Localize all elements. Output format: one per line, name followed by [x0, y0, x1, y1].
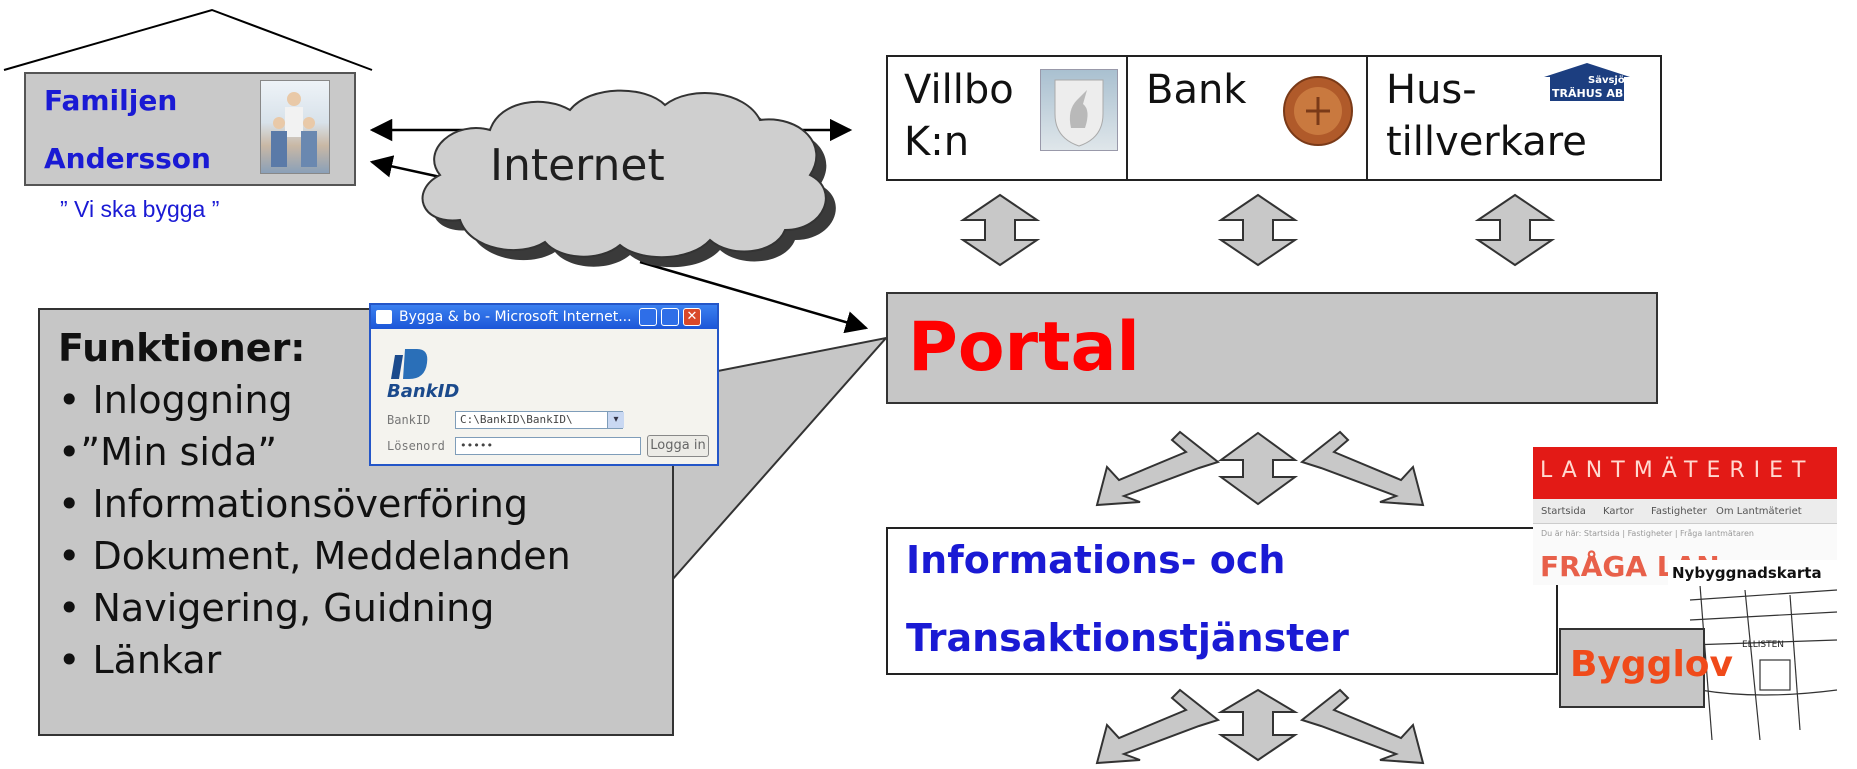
function-item: • Inloggning	[58, 378, 293, 422]
family-quote: ” Vi ska bygga ”	[60, 196, 220, 222]
unicorn-shield-icon	[1040, 69, 1118, 151]
services-line2: Transaktionstjänster	[906, 616, 1349, 660]
function-item: • Informationsöverföring	[58, 482, 529, 526]
family-photo	[260, 80, 330, 174]
minimize-button[interactable]	[639, 308, 657, 326]
dialog-title-bar[interactable]: Bygga & bo - Microsoft Internet...	[371, 305, 717, 329]
double-arrow-icon	[1095, 688, 1425, 765]
actor-villbo-line1: Villbo	[904, 67, 1014, 113]
login-button[interactable]: Logga in	[647, 435, 709, 457]
bygglov-box	[1559, 628, 1705, 708]
nybyggnadskarta-title: Nybyggnadskarta	[1672, 564, 1822, 582]
actor-hus-line2: tillverkare	[1386, 119, 1587, 165]
bank-coin-icon	[1280, 71, 1356, 153]
map-street-label: ELLISTEN	[1742, 640, 1784, 650]
lantmateriet-title: LANTMÄTERIET	[1540, 458, 1815, 483]
actor-bank-label: Bank	[1146, 67, 1247, 113]
actor-hustillverkare: Hus- tillverkare Sävsjö TRÄHUS AB	[1368, 57, 1660, 179]
savsjo-logo-line2: TRÄHUS AB	[1552, 87, 1624, 100]
function-item: • Dokument, Meddelanden	[58, 534, 571, 578]
lantmateriet-header	[1533, 447, 1837, 499]
bankid-label: BankID	[387, 413, 431, 427]
function-item: • Navigering, Guidning	[58, 586, 495, 630]
family-name-line1: Familjen	[44, 84, 178, 117]
bankid-logo-text: BankID	[387, 381, 460, 402]
chevron-down-icon[interactable]: ▾	[607, 412, 624, 428]
actor-bank: Bank	[1128, 57, 1368, 179]
house-roof-icon	[3, 8, 373, 71]
house-roof-logo-icon: Sävsjö TRÄHUS AB	[1544, 63, 1630, 103]
function-item: • Länkar	[58, 638, 222, 682]
bygglov-label: Bygglov	[1570, 644, 1733, 685]
savsjo-logo-line1: Sävsjö	[1588, 75, 1625, 86]
lantmateriet-nav-item[interactable]: Kartor	[1603, 506, 1634, 517]
family-name-line2: Andersson	[44, 142, 211, 175]
bankid-logo-icon	[389, 345, 429, 381]
double-arrow-icon	[959, 193, 1556, 267]
close-button[interactable]: ✕	[683, 308, 701, 326]
bankid-login-dialog: Bygga & bo - Microsoft Internet... ✕ Ban…	[369, 303, 719, 466]
password-field[interactable]: •••••	[455, 437, 641, 455]
maximize-button[interactable]	[661, 308, 679, 326]
portal-box	[886, 292, 1658, 404]
internet-label: Internet	[490, 140, 665, 191]
family-photo-icon	[271, 92, 317, 167]
services-box	[886, 527, 1558, 675]
services-line1: Informations- och	[906, 538, 1286, 582]
password-label: Lösenord	[387, 439, 445, 453]
nybyggnadskarta-header	[1668, 560, 1838, 586]
double-arrow-icon	[1095, 430, 1425, 507]
lantmateriet-nav-item[interactable]: Startsida	[1541, 506, 1586, 517]
ie-window-icon	[376, 310, 392, 324]
function-item: •”Min sida”	[58, 430, 278, 474]
bankid-select-value: C:\BankID\BankID\	[460, 413, 573, 426]
actor-villbo: Villbo K:n	[888, 57, 1128, 179]
map-sketch	[1689, 584, 1838, 741]
functions-title: Funktioner:	[58, 326, 306, 370]
lantmateriet-nav	[1533, 499, 1837, 524]
arrow-cloud-to-portal	[639, 260, 869, 334]
actors-box: Villbo K:n Bank Hus- tillverkare Sävsjö …	[886, 55, 1662, 181]
lantmateriet-breadcrumb: Du är här: Startsida | Fastigheter | Frå…	[1541, 529, 1754, 538]
lantmateriet-nav-item[interactable]: Fastigheter	[1651, 506, 1707, 517]
dialog-title: Bygga & bo - Microsoft Internet...	[399, 309, 632, 325]
arrow-cloud-to-family	[369, 155, 446, 180]
actor-hus-line1: Hus-	[1386, 67, 1477, 113]
bankid-select[interactable]: C:\BankID\BankID\	[455, 411, 623, 429]
password-field-value: •••••	[460, 439, 494, 452]
internet-cloud-icon	[421, 89, 836, 268]
lantmateriet-nav-item[interactable]: Om Lantmäteriet	[1716, 506, 1802, 517]
portal-label: Portal	[908, 308, 1140, 387]
actor-villbo-line2: K:n	[904, 119, 970, 165]
